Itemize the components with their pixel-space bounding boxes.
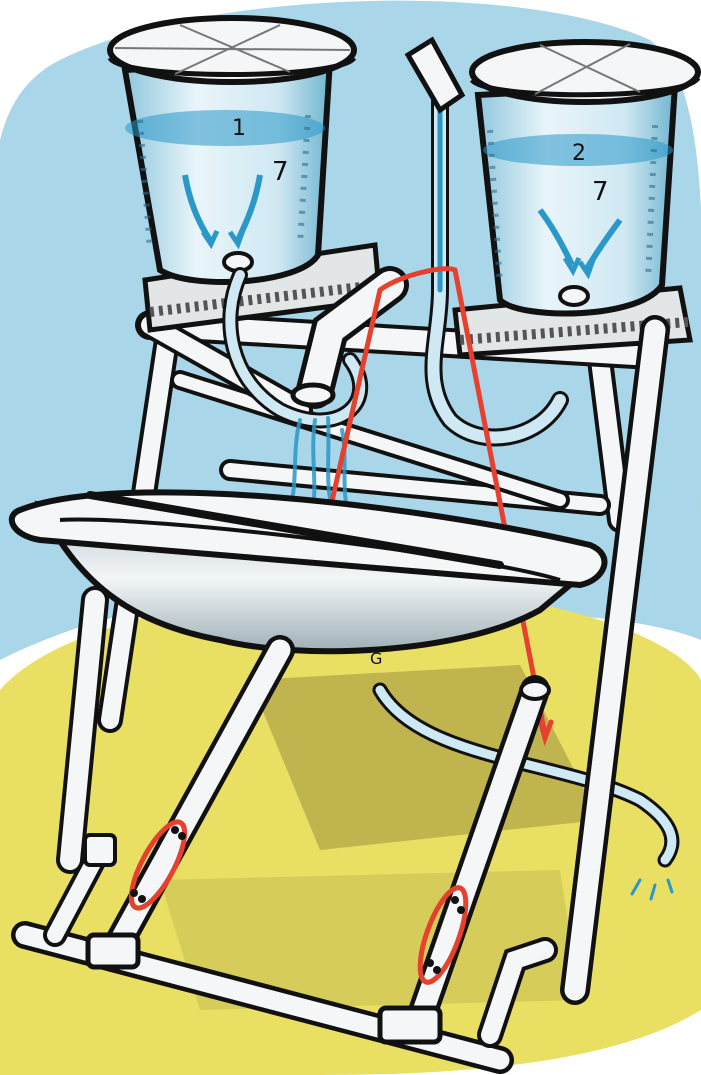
left-tank-number-1: 1 (232, 116, 246, 141)
right-tank-lid (472, 42, 698, 102)
left-water-tank (125, 60, 330, 282)
right-tank-number-1: 2 (572, 141, 586, 166)
left-tank-lid (110, 18, 354, 82)
left-tank-number-2: 7 (272, 157, 289, 187)
right-water-tank (478, 85, 675, 314)
right-tank-number-2: 7 (592, 177, 609, 207)
basin-mark: G (370, 649, 382, 668)
